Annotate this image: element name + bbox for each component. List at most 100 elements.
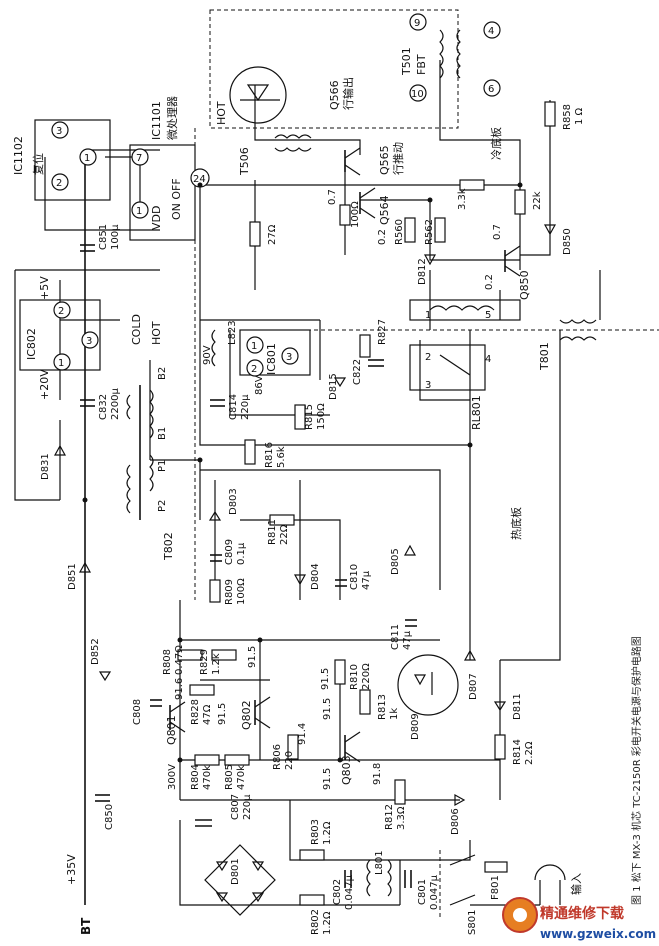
c802-ref: C802 xyxy=(332,879,343,905)
r815-ref: R815 xyxy=(304,404,315,430)
t501-pin-4: 4 xyxy=(488,26,494,37)
ic801 xyxy=(239,329,311,377)
resistor-r808 xyxy=(177,649,203,661)
t501-pin-6: 6 xyxy=(488,84,494,95)
d809-ref: D809 xyxy=(410,713,421,740)
capacitor-c809 xyxy=(210,554,222,562)
r805-val: 470k xyxy=(236,765,247,790)
c851-ref: C851 xyxy=(98,224,109,250)
diode-d815 xyxy=(333,377,347,388)
resistor-r828 xyxy=(189,684,215,696)
transistor-q850 xyxy=(504,245,521,277)
q803-name: Q803 xyxy=(340,755,353,785)
r809-ref: R809 xyxy=(224,579,235,605)
r815-val: 150Ω xyxy=(316,403,327,430)
q803-v915a: 91.5 xyxy=(320,668,331,690)
resistor-r858 xyxy=(544,101,556,127)
diode-d850 xyxy=(543,224,557,236)
d804-ref: D804 xyxy=(310,563,321,590)
ic1102-pin-3: 3 xyxy=(56,126,62,137)
r809-val: 100Ω xyxy=(236,578,247,605)
l801-ref: L801 xyxy=(374,850,385,875)
r806-ref: R806 xyxy=(272,744,283,770)
r560-ref: R560 xyxy=(394,219,405,245)
c832-ref: C832 xyxy=(98,394,109,420)
capacitor-c810 xyxy=(335,579,347,587)
t802-name: T802 xyxy=(162,532,175,561)
ic1101 xyxy=(129,144,210,241)
t501-pin-10: 10 xyxy=(411,89,424,100)
switch-s801 xyxy=(439,850,476,920)
r804-ref: R804 xyxy=(190,764,201,790)
q564-v02: 0.2 xyxy=(377,229,388,245)
resistor-r810 xyxy=(334,659,346,685)
v86-label: 86V xyxy=(254,375,265,395)
transistor-q564 xyxy=(359,187,376,219)
inductor-l823 xyxy=(211,329,216,367)
ic1102-desc: 复位 xyxy=(31,153,45,175)
c808-ref: C808 xyxy=(132,699,143,725)
coil-cold xyxy=(559,319,597,324)
ic1101-pin-24: 24 xyxy=(193,174,206,185)
q565-name: Q565 xyxy=(378,145,391,175)
transistor-q803 xyxy=(344,731,361,763)
r858-ref: R858 xyxy=(562,104,573,130)
diode-d811 xyxy=(493,701,507,712)
r827-ref: R827 xyxy=(377,319,388,345)
resistor-r811 xyxy=(269,514,295,526)
capacitor-c801 xyxy=(404,870,412,888)
r803-ref: R803 xyxy=(310,819,321,845)
c811-ref: C811 xyxy=(390,624,401,650)
r816-val: 5.6k xyxy=(276,446,287,468)
region-cold: 冷底板 xyxy=(489,127,503,160)
resistor-r813 xyxy=(359,689,371,715)
resistor-r816 xyxy=(244,439,256,465)
resistor-r814 xyxy=(494,734,506,760)
diode-d852 xyxy=(98,671,112,682)
resistor-27 xyxy=(249,221,261,247)
r812-ref: R812 xyxy=(384,804,395,830)
ic1101-vdd: VDD xyxy=(150,206,163,230)
ac-plug xyxy=(534,864,566,905)
ic1101-pin-1: 1 xyxy=(136,206,142,217)
l823-ref: L823 xyxy=(227,320,238,345)
resistor-33k xyxy=(459,179,485,191)
q565-desc: 行推动 xyxy=(391,142,405,175)
diode-d831 xyxy=(53,444,67,456)
q850-v02: 0.2 xyxy=(484,274,495,290)
diode-d812 xyxy=(423,254,437,266)
r803-val: 1.2Ω xyxy=(322,821,333,845)
ic802-name: IC802 xyxy=(25,328,38,360)
r828-ref: R828 xyxy=(190,699,201,725)
r829-ref: R829 xyxy=(199,649,210,675)
watermark-url: www.gzweix.com xyxy=(540,927,656,941)
transistor-q566 xyxy=(229,66,287,124)
q564-v07: 0.7 xyxy=(327,189,338,205)
q801-v916: 91.6 xyxy=(174,678,185,700)
ic801-pin-3: 3 xyxy=(286,352,292,363)
resistor-r805 xyxy=(224,754,250,766)
r-22k-val: 22k xyxy=(532,191,543,210)
c811-val: 47μ xyxy=(402,630,413,650)
relay-rl801 xyxy=(409,299,521,391)
rl801-pin-3: 3 xyxy=(425,380,431,391)
c809-ref: C809 xyxy=(224,539,235,565)
bt-label: BT xyxy=(79,917,93,935)
q566-desc: 行输出 xyxy=(341,77,355,110)
figure-caption: 图 1 松下 MX-3 机芯 TC-2150R 彩电开关电源与保护电路图 xyxy=(630,636,643,905)
c801-ref: C801 xyxy=(417,879,428,905)
r806-val: 220 xyxy=(284,751,295,770)
diode-d851 xyxy=(78,561,92,573)
r810-val: 220Ω xyxy=(361,663,372,690)
junctions xyxy=(82,182,523,763)
d807-ref: D807 xyxy=(468,673,479,700)
region-hot-tag: HOT xyxy=(150,321,163,345)
d812-ref: D812 xyxy=(417,258,428,285)
fuse-f801 xyxy=(484,861,508,873)
t501-type: FBT xyxy=(415,54,428,75)
transistor-q565 xyxy=(344,147,361,176)
ic801-pin-2: 2 xyxy=(251,364,257,375)
r814-val: 2.2Ω xyxy=(524,741,535,765)
r829-v915: 91.5 xyxy=(247,646,258,668)
t802-tap-b1: B1 xyxy=(157,427,168,440)
